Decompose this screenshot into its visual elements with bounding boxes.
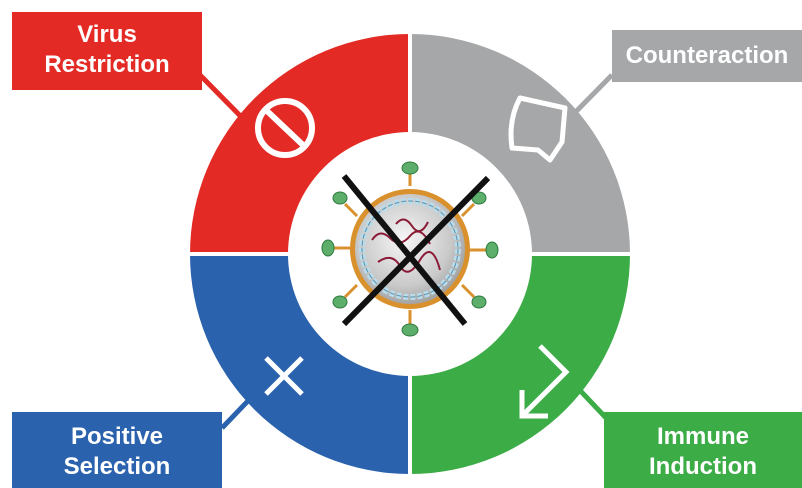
virus-restriction-line2: Restriction	[44, 51, 169, 78]
label-counteraction: Counteraction	[612, 30, 802, 82]
positive-selection-line2: Selection	[64, 453, 171, 480]
label-immune-induction: Immune Induction	[604, 412, 802, 488]
immune-induction-line2: Induction	[649, 453, 757, 480]
virus-restriction-line1: Virus	[77, 21, 137, 48]
label-virus-restriction: Virus Restriction	[12, 12, 202, 90]
counteraction-line1: Counteraction	[626, 42, 789, 69]
label-positive-selection: Positive Selection	[12, 412, 222, 488]
immune-induction-line1: Immune	[657, 423, 749, 450]
positive-selection-line1: Positive	[71, 423, 163, 450]
